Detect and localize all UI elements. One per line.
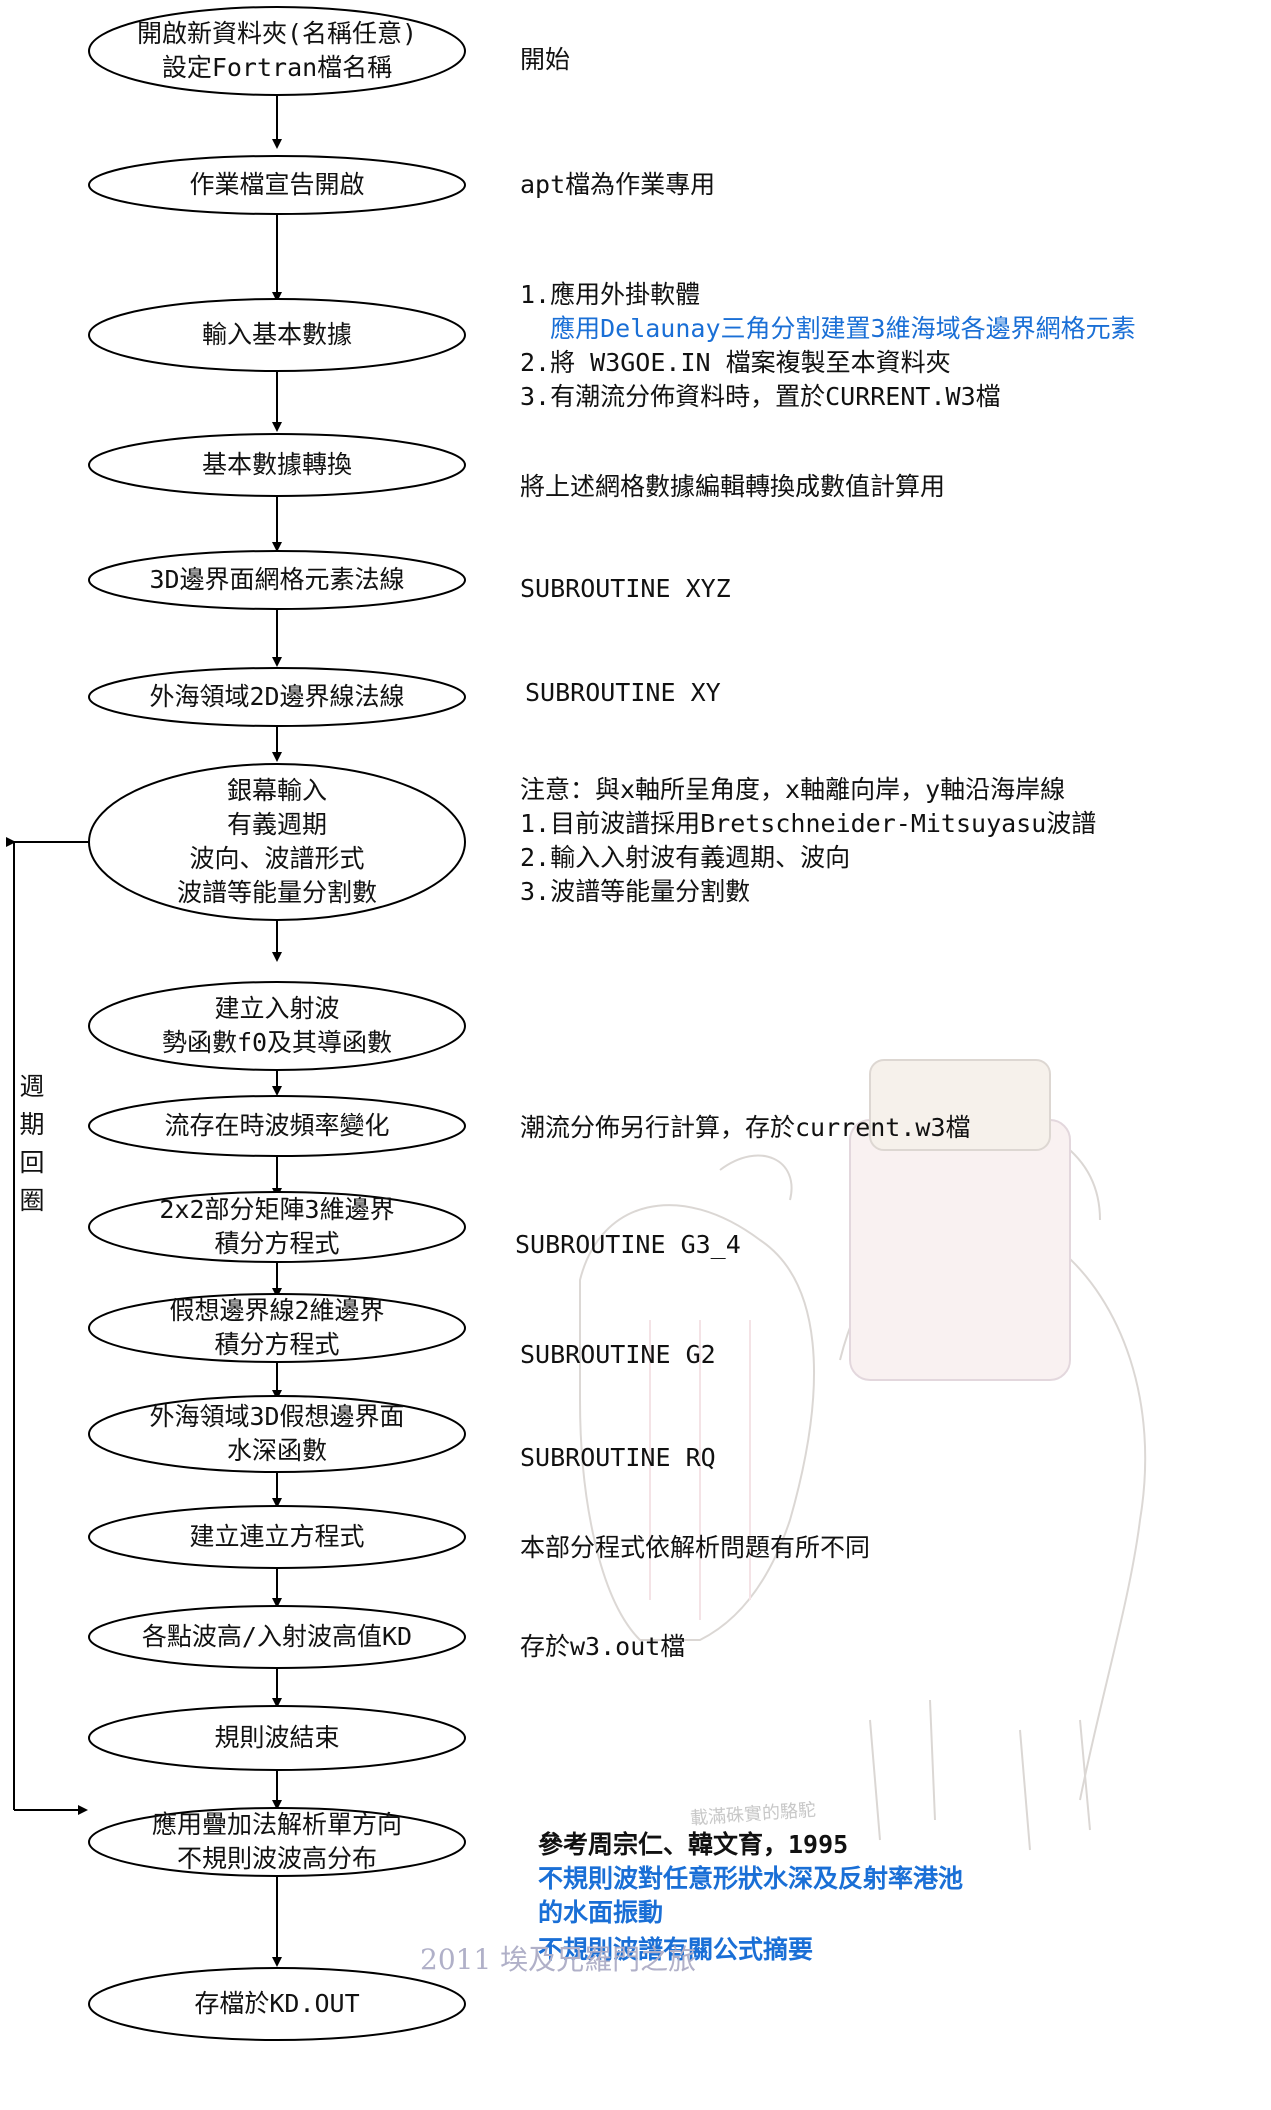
step-declare-work-file: 作業檔宣告開啟 bbox=[189, 170, 365, 199]
step-regular-wave-end: 規則波結束 bbox=[214, 1723, 340, 1752]
note-w3-out: 存於w3.out檔 bbox=[520, 1632, 686, 1661]
step-current-frequency-change: 流存在時波頻率變化 bbox=[164, 1111, 390, 1140]
step-3d-virtual-boundary-depth: 外海領域3D假想邊界面 水深函數 bbox=[149, 1402, 405, 1465]
note-convert-data: 將上述網格數據編輯轉換成數值計算用 bbox=[520, 472, 946, 501]
note-irregular-spectrum-formula: 不規則波譜有關公式摘要 bbox=[538, 1935, 814, 1964]
loop-label: 週 期 回 圈 bbox=[19, 1072, 45, 1215]
note-start: 開始 bbox=[520, 45, 571, 74]
step-input-basic-data: 輸入基本數據 bbox=[201, 320, 352, 349]
watermark-year: 2011 埃及兄羅門之旅 bbox=[420, 1943, 697, 1976]
note-subroutine-xy: SUBROUTINE XY bbox=[525, 678, 721, 707]
note-screen-input: 注意：與x軸所呈角度，x軸離向岸，y軸沿海岸線 1.目前波譜採用Bretschn… bbox=[520, 775, 1097, 906]
note-apt-file: apt檔為作業專用 bbox=[520, 170, 716, 199]
note-subroutine-xyz: SUBROUTINE XYZ bbox=[520, 574, 731, 603]
step-convert-basic-data: 基本數據轉換 bbox=[201, 450, 352, 479]
background-illustration bbox=[579, 1059, 1147, 1851]
step-screen-input: 銀幕輸入 有義週期 波向、波譜形式 波譜等能量分割數 bbox=[176, 776, 377, 907]
step-wave-height-ratio-kd: 各點波高/入射波高值KD bbox=[141, 1622, 413, 1651]
step-save-kd-out: 存檔於KD.OUT bbox=[194, 1989, 360, 2018]
note-subroutine-rq: SUBROUTINE RQ bbox=[520, 1443, 716, 1472]
step-3d-boundary-normals: 3D邊界面網格元素法線 bbox=[149, 565, 405, 594]
step-ellipses bbox=[88, 6, 466, 2041]
note-input-data: 1.應用外掛軟體 應用Delaunay三角分割建置3維海域各邊界網格元素 2.將… bbox=[520, 280, 1136, 411]
step-irregular-wave-superposition: 應用疊加法解析單方向 不規則波波高分布 bbox=[151, 1810, 402, 1873]
loop-back-line bbox=[6, 837, 92, 1815]
note-subroutine-g2: SUBROUTINE G2 bbox=[520, 1340, 716, 1369]
note-reference: 參考周宗仁、韓文育，1995 不規則波對任意形狀水深及反射率港池 的水面振動 bbox=[538, 1830, 964, 1927]
step-incident-wave-potential: 建立入射波 勢函數f0及其導函數 bbox=[161, 994, 393, 1057]
step-open-folder: 開啟新資料夾(名稱任意) 設定Fortran檔名稱 bbox=[136, 19, 418, 82]
note-subroutine-g3-4: SUBROUTINE G3_4 bbox=[515, 1230, 741, 1259]
note-current-file: 潮流分佈另行計算，存於current.w3檔 bbox=[520, 1113, 971, 1142]
note-program-varies: 本部分程式依解析問題有所不同 bbox=[520, 1533, 871, 1562]
step-build-simultaneous-equations: 建立連立方程式 bbox=[189, 1522, 365, 1551]
step-2d-boundary-normals: 外海領域2D邊界線法線 bbox=[149, 682, 405, 711]
step-2d-boundary-integral: 假想邊界線2維邊界 積分方程式 bbox=[169, 1296, 385, 1359]
step-3d-boundary-integral: 2x2部分矩陣3維邊界 積分方程式 bbox=[159, 1195, 395, 1258]
